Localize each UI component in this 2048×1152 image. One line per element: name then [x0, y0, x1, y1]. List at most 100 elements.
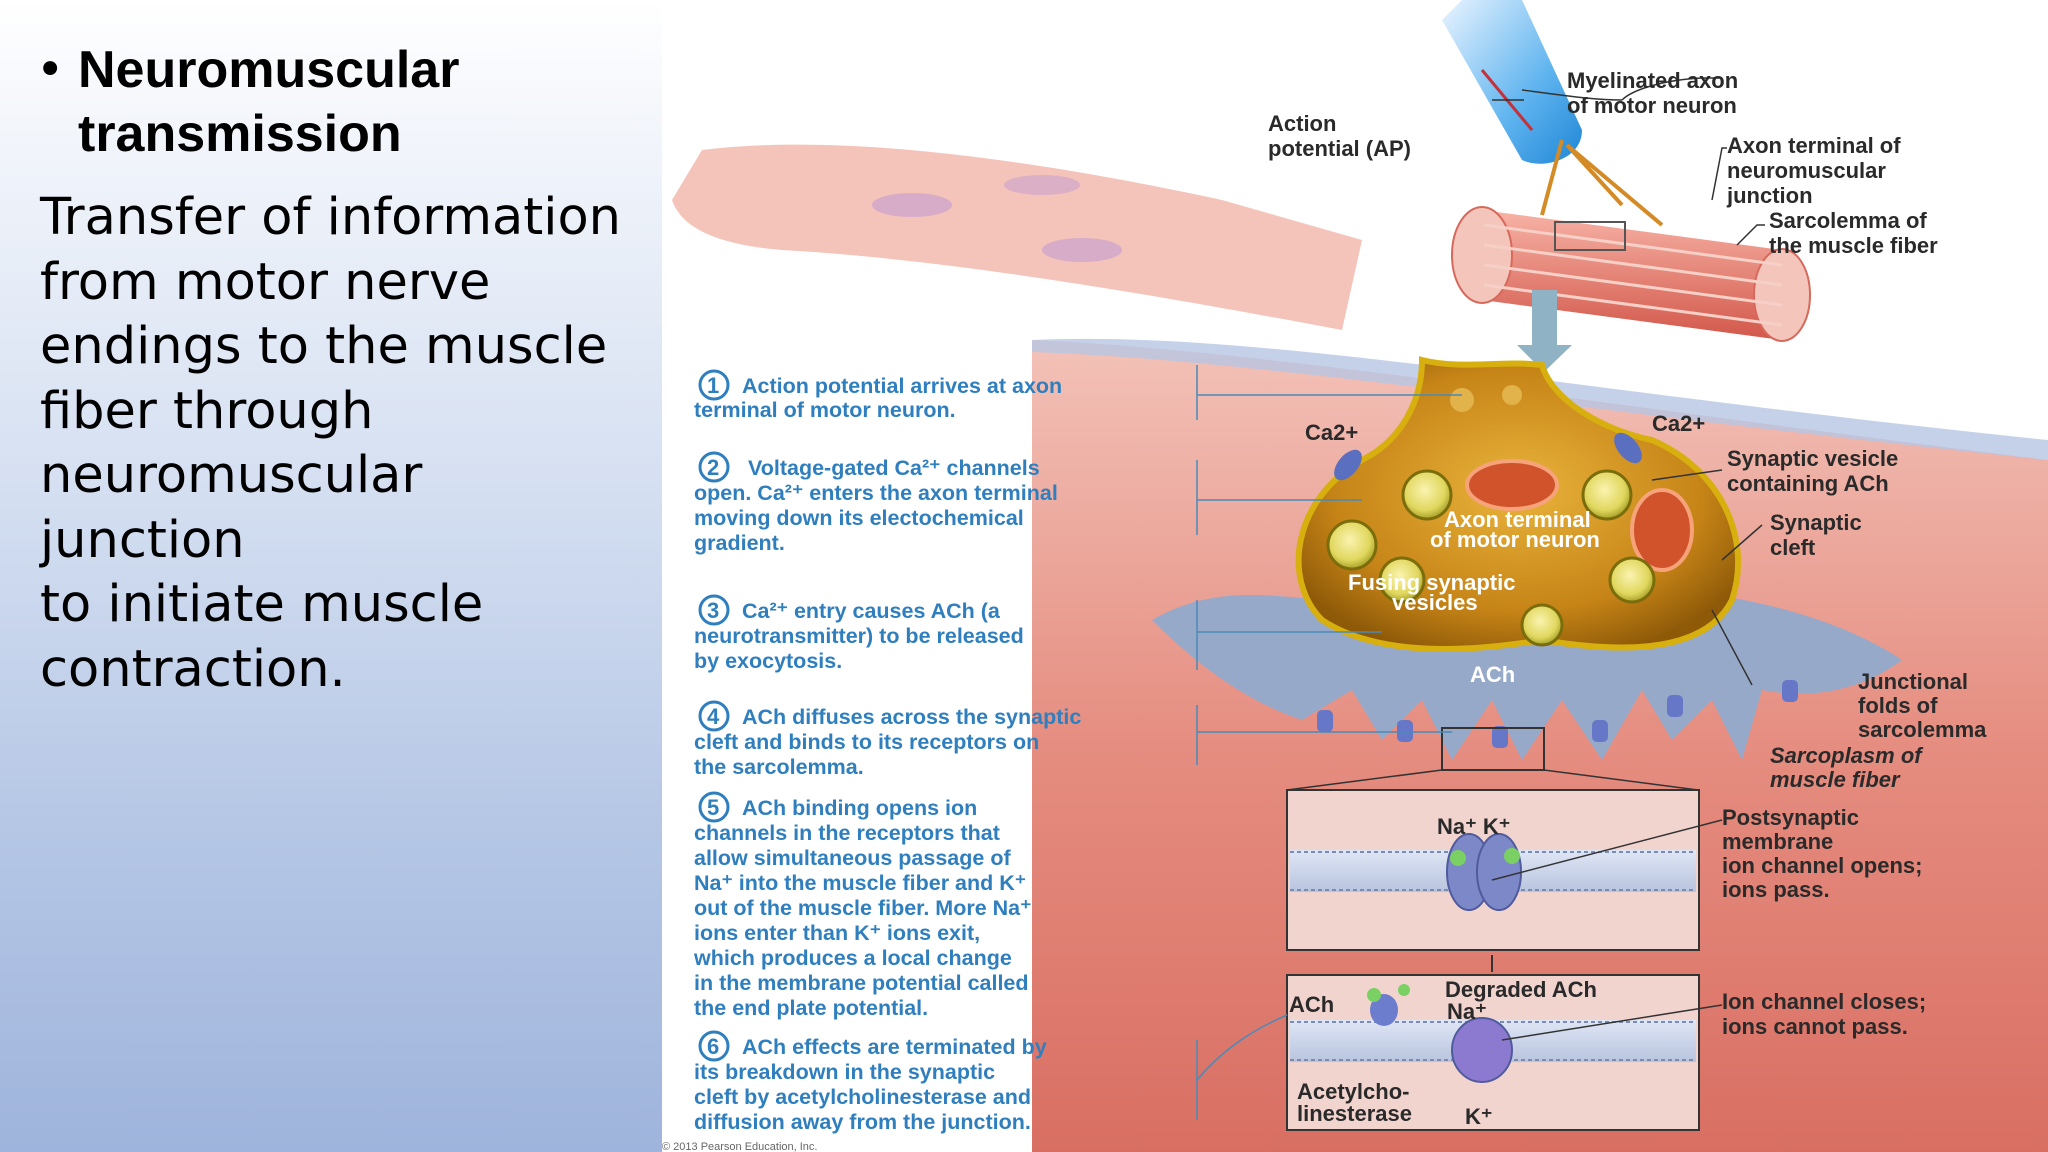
- copyright-text: © 2013 Pearson Education, Inc.: [662, 1141, 817, 1152]
- label-line: Postsynaptic: [1722, 805, 1859, 830]
- zoom-panel-open: [1286, 789, 1700, 951]
- bullet-title: Neuromuscular transmission: [78, 38, 598, 166]
- step-line: the sarcolemma.: [694, 755, 864, 779]
- label-sarcolemma: Sarcolemma of the muscle fiber: [1769, 208, 1938, 258]
- step-line: Ca²⁺ entry causes ACh (a: [742, 599, 1001, 623]
- nmj-diagram: Myelinated axon of motor neuron Action p…: [662, 0, 2048, 1152]
- step-line: Voltage-gated Ca²⁺ channels: [748, 456, 1040, 480]
- label-axon-terminal-inner: Axon terminal of motor neuron: [1430, 507, 1600, 552]
- label-line: potential (AP): [1268, 136, 1411, 161]
- label-line: containing ACh: [1727, 471, 1889, 496]
- label-line: junction: [1726, 183, 1813, 208]
- step-line: open. Ca²⁺ enters the axon terminal: [694, 481, 1058, 505]
- step-line: ACh effects are terminated by: [742, 1035, 1047, 1059]
- label-line: membrane: [1722, 829, 1833, 854]
- step-line: gradient.: [694, 531, 785, 555]
- step-line: in the membrane potential called: [694, 971, 1029, 995]
- step-number: 5: [707, 795, 719, 820]
- body-line: contraction.: [40, 639, 346, 699]
- label-line: Acetylcho-: [1297, 1079, 1409, 1104]
- label-myelinated-axon: Myelinated axon of motor neuron: [1567, 68, 1738, 118]
- down-arrow-icon: [1517, 290, 1572, 372]
- label-fusing-vesicles: Fusing synaptic vesicles: [1348, 570, 1515, 615]
- mitochondrion: [1630, 488, 1694, 572]
- label-line: of motor neuron: [1430, 527, 1600, 552]
- label-line: Synaptic vesicle: [1727, 446, 1898, 471]
- step-3: 3 Ca²⁺ entry causes ACh (a neurotransmit…: [694, 594, 1024, 673]
- step-line: cleft by acetylcholinesterase and: [694, 1085, 1031, 1109]
- step-line: the end plate potential.: [694, 996, 928, 1020]
- step-line: diffusion away from the junction.: [694, 1110, 1031, 1134]
- step-4: 4 ACh diffuses across the synaptic cleft…: [694, 700, 1081, 779]
- body-line: neuromuscular junction: [40, 446, 423, 570]
- label-line: the muscle fiber: [1769, 233, 1938, 258]
- mitochondrion: [1465, 459, 1559, 511]
- label-line: Fusing synaptic: [1348, 570, 1515, 595]
- label-line: cleft: [1770, 535, 1816, 560]
- step-number-circle: [698, 1030, 730, 1062]
- step-line: cleft and binds to its receptors on: [694, 730, 1039, 754]
- fiber-bundle: [1451, 206, 1811, 342]
- step-line: Action potential arrives at axon: [742, 374, 1062, 398]
- body-line: fiber through: [40, 381, 374, 441]
- label-ca-left: Ca2+: [1305, 420, 1358, 445]
- step-number-circle: [698, 791, 730, 823]
- step-number-circle: [698, 594, 730, 626]
- step-line: by exocytosis.: [694, 649, 842, 673]
- step-line: ACh binding opens ion: [742, 796, 977, 820]
- label-degraded-ach: Degraded ACh: [1445, 977, 1597, 1002]
- label-ach-bottom: ACh: [1289, 992, 1334, 1017]
- step-line: which produces a local change: [693, 946, 1012, 970]
- body-line: Transfer of information: [40, 188, 621, 247]
- label-line: vesicles: [1392, 590, 1478, 615]
- label-ca-right: Ca2+: [1652, 411, 1705, 436]
- bullet-dot-icon: •: [36, 42, 65, 98]
- step-number: 3: [707, 598, 719, 623]
- step-line: its breakdown in the synaptic: [694, 1060, 995, 1084]
- label-line: of motor neuron: [1567, 93, 1737, 118]
- label-na-bottom: Na⁺: [1447, 999, 1487, 1024]
- step-line: neurotransmitter) to be released: [694, 624, 1024, 648]
- label-synaptic-cleft: Synaptic cleft: [1770, 510, 1862, 560]
- synaptic-vesicles: [1326, 469, 1656, 647]
- label-line: neuromuscular: [1727, 158, 1886, 183]
- label-acetylcholinesterase: Acetylcho- linesterase: [1297, 1079, 1412, 1126]
- zoom-panel-closed: [1286, 974, 1700, 1131]
- bullet-item: • Neuromuscular transmission: [36, 38, 598, 166]
- label-k-bottom: K⁺: [1465, 1104, 1493, 1129]
- step-leader-lines: [1196, 365, 1462, 1120]
- label-ion-channel-closes: Ion channel closes; ions cannot pass.: [1722, 989, 1926, 1039]
- label-line: Axon terminal: [1444, 507, 1591, 532]
- label-line: Synaptic: [1770, 510, 1862, 535]
- label-sarcoplasm: Sarcoplasm of muscle fiber: [1770, 743, 1924, 792]
- step-number: 4: [707, 704, 720, 729]
- step-number: 2: [707, 455, 719, 480]
- step-line: moving down its electochemical: [694, 506, 1024, 530]
- label-line: ions pass.: [1722, 877, 1830, 902]
- ach-receptors: [1317, 680, 1798, 748]
- step-line: channels in the receptors that: [694, 821, 1000, 845]
- step-2: 2 Voltage-gated Ca²⁺ channels open. Ca²⁺…: [694, 451, 1058, 555]
- muscle-fiber-tube: [672, 144, 1362, 330]
- step-line: ions enter than K⁺ ions exit,: [694, 921, 980, 945]
- nmj-figure: Myelinated axon of motor neuron Action p…: [662, 0, 2048, 1152]
- label-line: Action: [1268, 111, 1336, 136]
- label-synaptic-vesicle: Synaptic vesicle containing ACh: [1727, 446, 1898, 496]
- body-line: from motor nerve: [40, 252, 491, 312]
- label-line: linesterase: [1297, 1101, 1412, 1126]
- label-postsynaptic: Postsynaptic membrane ion channel opens;…: [1722, 805, 1922, 902]
- label-na-k-top: Na⁺ K⁺: [1437, 814, 1510, 839]
- step-line: Na⁺ into the muscle fiber and K⁺: [694, 871, 1026, 895]
- label-line: Axon terminal of: [1727, 133, 1901, 158]
- label-action-potential: Action potential (AP): [1268, 111, 1411, 161]
- label-axon-terminal-nmj: Axon terminal of neuromuscular junction: [1726, 133, 1901, 208]
- label-junctional-folds: Junctional folds of sarcolemma: [1858, 669, 1987, 742]
- label-line: Sarcoplasm of: [1770, 743, 1924, 768]
- label-line: folds of: [1858, 693, 1938, 718]
- bullet-title-line: Neuromuscular: [78, 41, 460, 99]
- step-number-circle: [698, 451, 730, 483]
- zoom-box: [1441, 727, 1545, 771]
- step-number-circle: [698, 700, 730, 732]
- label-line: Junctional: [1858, 669, 1968, 694]
